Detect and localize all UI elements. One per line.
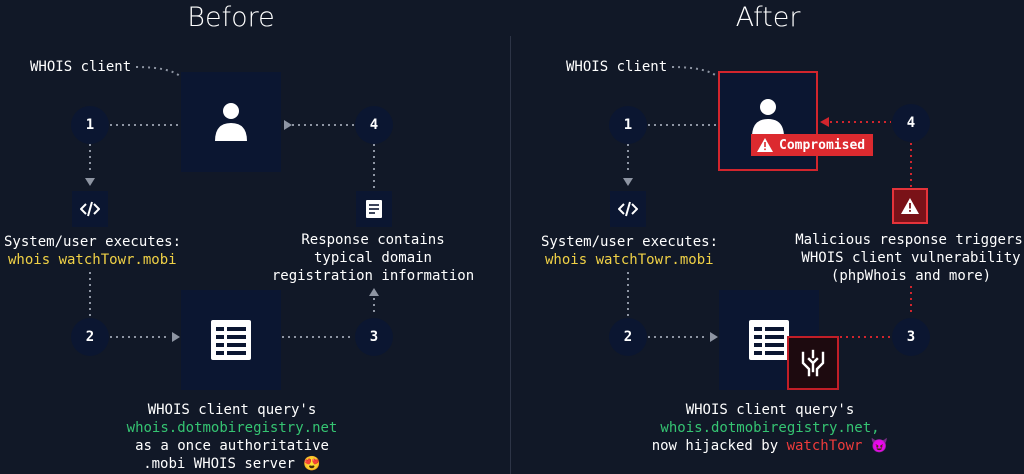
watchtowr-brand-text: watchTowr [786,438,863,454]
user-icon [215,103,247,141]
before-client-node [181,72,281,172]
document-icon [366,200,382,218]
after-step-4: 4 [892,104,930,142]
before-code-node [72,191,108,227]
before-document-node [356,191,392,227]
after-query-line: WHOIS client query's [685,402,855,418]
warning-icon [757,138,773,152]
after-exec-text: System/user executes: [541,234,719,250]
before-query-line: WHOIS client query's [147,402,317,418]
before-query-line: as a once authoritative [135,438,329,454]
before-query-line: .mobi WHOIS server 😍 [143,456,321,472]
before-server-node [181,290,281,390]
after-query-text: WHOIS client query's whois.dotmobiregist… [640,401,900,455]
after-alert-node [892,188,928,224]
compromised-label: Compromised [779,137,866,153]
after-malicious-line: Malicious response triggers [795,232,1023,248]
after-step-1: 1 [609,106,647,144]
code-icon [618,201,638,217]
after-malicious-line: (phpWhois and more) [830,268,992,284]
watchtowr-logo-icon [801,349,825,377]
after-malicious-line: WHOIS client vulnerability [801,250,1021,266]
code-icon [80,201,100,217]
after-step-3: 3 [892,318,930,356]
before-step-2: 2 [71,318,109,356]
after-code-node [610,191,646,227]
before-response-line: Response contains [301,232,445,248]
server-icon [211,320,251,360]
user-icon [752,99,784,137]
before-step-3: 3 [355,318,393,356]
before-query-host: whois.dotmobiregistry.net [126,420,338,436]
before-response-line: registration information [271,268,475,284]
after-title: After [735,2,801,33]
after-query-line: now hijacked by watchTowr 😈 [640,437,900,455]
before-response-line: typical domain [313,250,432,266]
warning-icon [901,198,919,214]
after-malicious-text: Malicious response triggers WHOIS client… [795,231,1024,285]
before-step-4: 4 [355,106,393,144]
devil-emoji: 😈 [870,438,889,454]
after-step-2: 2 [609,318,647,356]
server-icon [749,320,789,360]
before-client-label: WHOIS client [30,59,132,75]
before-response-text: Response contains typical domain registr… [272,231,474,285]
after-query-host: whois.dotmobiregistry.net, [660,420,880,436]
after-client-node [718,71,818,171]
after-client-label: WHOIS client [566,59,668,75]
before-exec-text: System/user executes: [4,234,182,250]
after-query-prefix: now hijacked by [651,438,787,454]
before-query-text: WHOIS client query's whois.dotmobiregist… [110,401,354,473]
watchtowr-hijack-node [787,336,839,390]
before-title: Before [187,2,275,33]
before-step-1: 1 [71,106,109,144]
before-exec-command: whois watchTowr.mobi [8,252,177,268]
compromised-badge: Compromised [751,134,874,156]
after-exec-command: whois watchTowr.mobi [545,252,714,268]
panel-divider [510,36,511,474]
